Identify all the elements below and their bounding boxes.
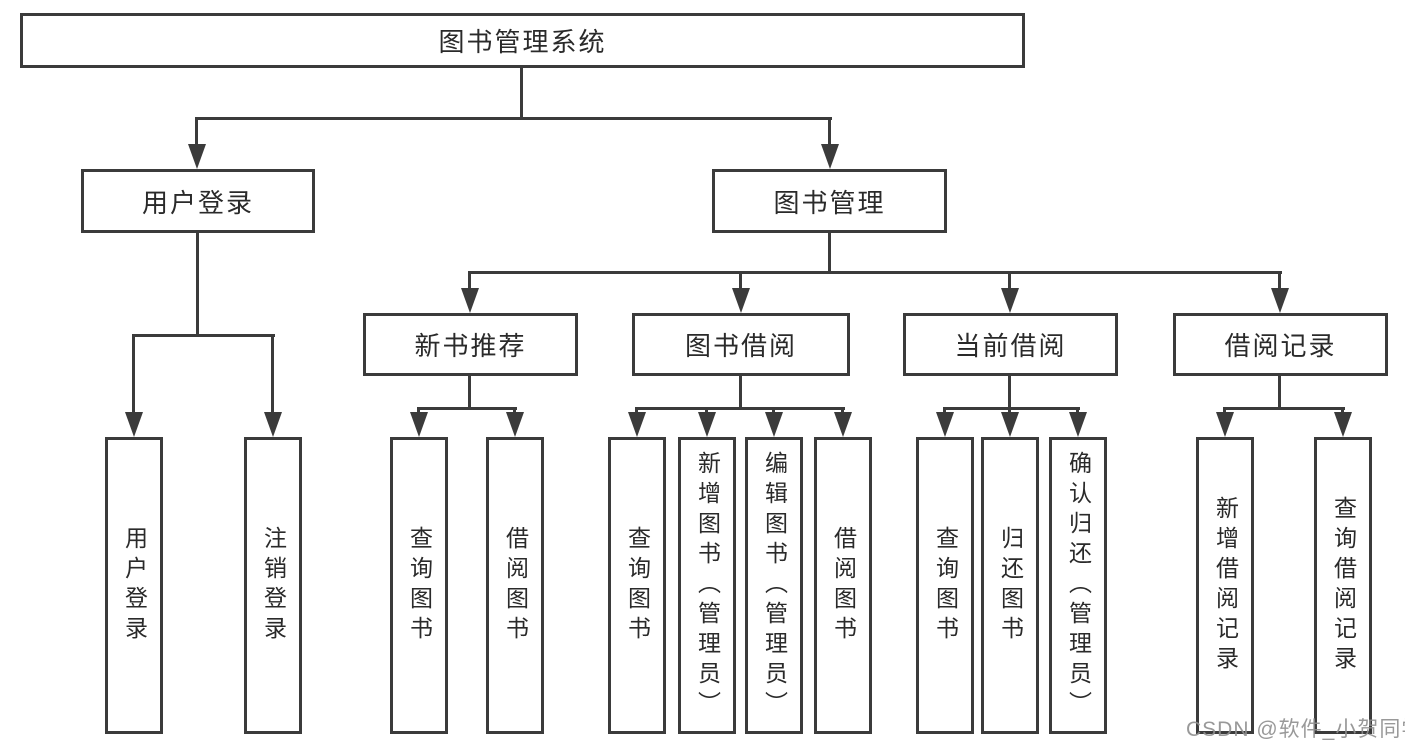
node-new-book-recommend: 新书推荐 xyxy=(363,313,578,376)
arrow-down-icon xyxy=(410,412,428,437)
connector-current-borrow-drop xyxy=(1008,376,1011,410)
arrow-down-icon xyxy=(936,412,954,437)
leaf-add-book-admin: 新增图书（管理员） xyxy=(678,437,736,734)
node-label: 图书借阅 xyxy=(684,331,797,361)
connector-book-mgmt-arrow-shaft xyxy=(828,117,831,146)
connector-level3-arrow-shaft xyxy=(1278,271,1281,291)
connector-level3-arrow-shaft xyxy=(739,271,742,291)
node-borrowing-records: 借阅记录 xyxy=(1173,313,1388,376)
connector-borrow-records-drop xyxy=(1278,376,1281,410)
node-label: 用户登录 xyxy=(141,187,254,218)
connector-user-login-rail xyxy=(132,334,275,337)
node-current-borrowing: 当前借阅 xyxy=(903,313,1118,376)
arrow-down-icon xyxy=(1001,412,1019,437)
connector-current-borrow-rail xyxy=(943,407,1080,410)
arrow-down-icon xyxy=(698,412,716,437)
leaf-edit-book-admin: 编辑图书（管理员） xyxy=(745,437,803,734)
arrow-down-icon xyxy=(1069,412,1087,437)
leaf-label: 查询借阅记录 xyxy=(1330,495,1357,676)
connector-user-login-arrow-shaft xyxy=(195,117,198,146)
arrow-down-icon xyxy=(834,412,852,437)
leaf-label: 查询图书 xyxy=(932,525,959,646)
arrow-down-icon xyxy=(628,412,646,437)
node-user-login: 用户登录 xyxy=(81,169,315,233)
connector-new-rec-rail xyxy=(417,407,517,410)
connector-leaf-arrow-shaft xyxy=(271,334,274,414)
leaf-label: 确认归还（管理员） xyxy=(1065,450,1092,721)
connector-level3-arrow-shaft xyxy=(468,271,471,291)
arrow-down-icon xyxy=(765,412,783,437)
node-book-borrowing: 图书借阅 xyxy=(632,313,850,376)
leaf-return-books: 归还图书 xyxy=(981,437,1039,734)
leaf-confirm-return-admin: 确认归还（管理员） xyxy=(1049,437,1107,734)
connector-root-drop xyxy=(520,68,523,118)
arrow-down-icon xyxy=(125,412,143,437)
leaf-borrow-books-borrowing: 借阅图书 xyxy=(814,437,872,734)
arrow-down-icon xyxy=(264,412,282,437)
arrow-down-icon xyxy=(461,288,479,313)
connector-leaf-arrow-shaft xyxy=(132,334,135,414)
arrow-down-icon xyxy=(1001,288,1019,313)
leaf-label: 查询图书 xyxy=(406,525,433,646)
arrow-down-icon xyxy=(732,288,750,313)
connector-book-mgmt-drop xyxy=(828,233,831,274)
connector-book-borrow-drop xyxy=(739,376,742,410)
watermark-text: CSDN @软件_小贺同学 xyxy=(1186,718,1405,741)
leaf-query-borrow-record: 查询借阅记录 xyxy=(1314,437,1372,734)
connector-borrow-records-rail xyxy=(1223,407,1345,410)
leaf-query-books-borrowing: 查询图书 xyxy=(608,437,666,734)
node-label: 图书管理 xyxy=(773,187,886,218)
arrow-down-icon xyxy=(1271,288,1289,313)
leaf-query-books-recommend: 查询图书 xyxy=(390,437,448,734)
leaf-label: 用户登录 xyxy=(121,525,148,646)
connector-level3-rail xyxy=(468,271,1282,274)
node-label: 图书管理系统 xyxy=(438,27,607,57)
node-library-system: 图书管理系统 xyxy=(20,13,1025,68)
arrow-down-icon xyxy=(188,144,206,169)
connector-user-login-drop xyxy=(196,233,199,336)
leaf-label: 注销登录 xyxy=(260,525,287,646)
node-book-management: 图书管理 xyxy=(712,169,947,233)
leaf-query-books-current: 查询图书 xyxy=(916,437,974,734)
leaf-label: 编辑图书（管理员） xyxy=(761,450,788,721)
node-label: 当前借阅 xyxy=(954,331,1067,361)
leaf-label: 新增图书（管理员） xyxy=(694,450,721,721)
connector-new-rec-drop xyxy=(468,376,471,410)
leaf-borrow-books-recommend: 借阅图书 xyxy=(486,437,544,734)
arrow-down-icon xyxy=(506,412,524,437)
leaf-label: 归还图书 xyxy=(997,525,1024,646)
leaf-logout: 注销登录 xyxy=(244,437,302,734)
connector-level2-rail xyxy=(196,117,832,120)
arrow-down-icon xyxy=(821,144,839,169)
leaf-label: 借阅图书 xyxy=(502,525,529,646)
node-label: 借阅记录 xyxy=(1224,331,1337,361)
leaf-add-borrow-record: 新增借阅记录 xyxy=(1196,437,1254,734)
connector-level3-arrow-shaft xyxy=(1008,271,1011,291)
connector-book-borrow-rail xyxy=(635,407,845,410)
arrow-down-icon xyxy=(1334,412,1352,437)
leaf-label: 查询图书 xyxy=(624,525,651,646)
leaf-user-login: 用户登录 xyxy=(105,437,163,734)
arrow-down-icon xyxy=(1216,412,1234,437)
leaf-label: 新增借阅记录 xyxy=(1212,495,1239,676)
leaf-label: 借阅图书 xyxy=(830,525,857,646)
node-label: 新书推荐 xyxy=(414,331,527,361)
